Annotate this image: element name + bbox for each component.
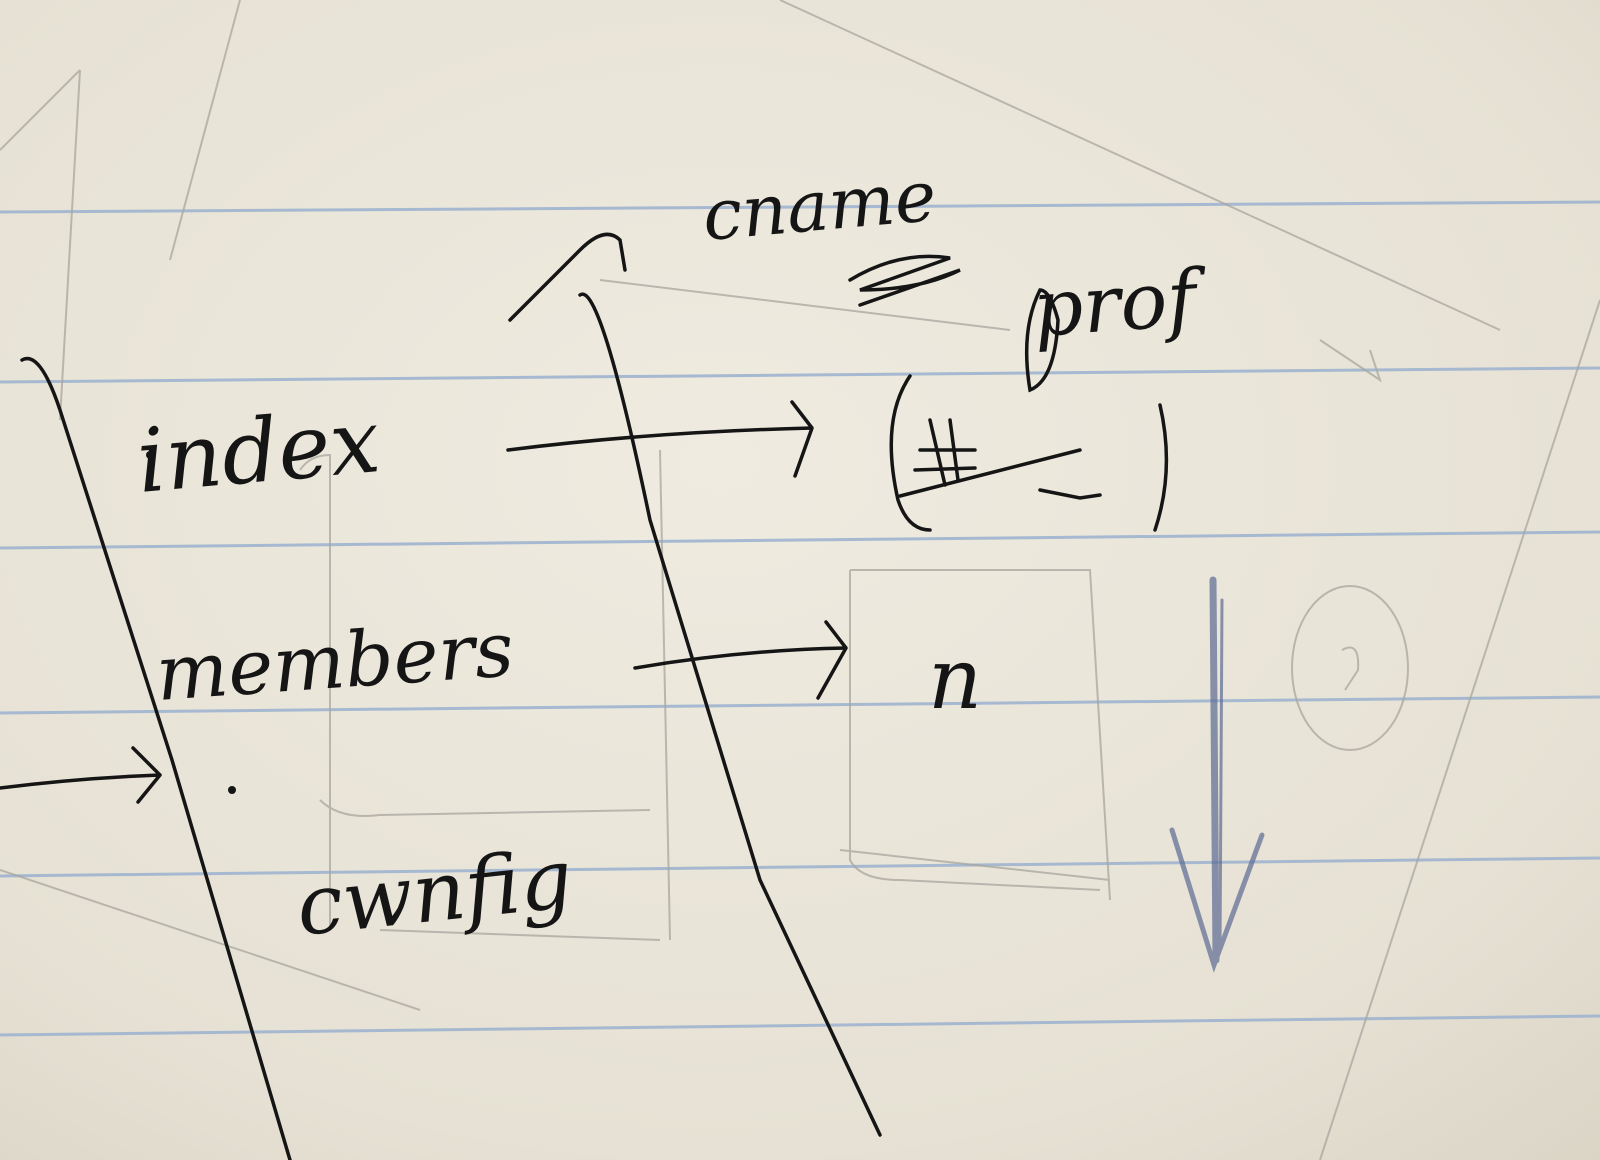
label-index: index <box>133 389 384 513</box>
pencil-stroke <box>599 279 1011 331</box>
right-bracket-line <box>578 292 882 1137</box>
rule-line <box>0 856 1600 878</box>
rule-line <box>0 695 1600 715</box>
ruled-lines <box>0 200 1600 1037</box>
index-arrow <box>506 400 814 478</box>
left-bracket-line <box>20 356 292 1160</box>
pencil-stroke <box>0 869 421 1011</box>
members-arrow <box>633 620 848 700</box>
pencil-stroke <box>850 569 1111 901</box>
pencil-circle <box>1291 585 1409 751</box>
rule-line <box>0 530 1600 550</box>
entry-arrow <box>0 746 162 804</box>
ink-brackets <box>20 232 882 1160</box>
blue-down-arrow <box>1169 576 1265 973</box>
pencil-stroke <box>379 929 661 941</box>
pencil-stroke <box>1319 299 1600 1160</box>
label-name: cname <box>699 155 939 257</box>
pencil-stroke <box>0 69 81 151</box>
rule-line <box>0 200 1600 214</box>
pencil-stroke <box>169 0 241 261</box>
ink-dot <box>228 786 236 794</box>
scribble-curve <box>508 232 627 322</box>
ink-dots <box>146 451 236 794</box>
label-prof: prof <box>1030 253 1211 355</box>
pencil-stroke <box>319 799 651 817</box>
prof-scribble <box>848 254 1169 532</box>
pencil-stroke <box>779 0 1501 331</box>
pencil-stroke <box>839 849 1111 881</box>
ink-arrows <box>0 400 848 804</box>
rule-line <box>0 366 1600 384</box>
pencil-stroke <box>299 453 331 930</box>
pencil-stroke <box>59 69 81 421</box>
ink-dot <box>146 451 154 459</box>
pencil-stroke <box>849 570 1101 891</box>
pencil-stroke <box>659 449 671 941</box>
label-n: n <box>928 630 982 728</box>
rule-line <box>0 1014 1600 1037</box>
pencil-stroke <box>1341 646 1360 691</box>
pencil-stroke <box>1319 339 1382 383</box>
